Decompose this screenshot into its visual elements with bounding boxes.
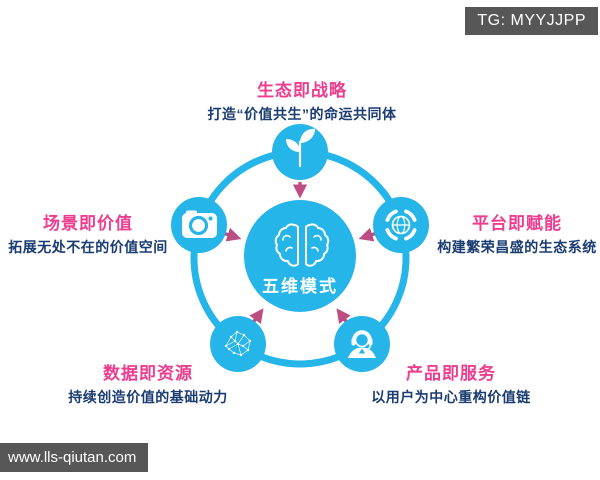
node-subtitle-platform: 构建繁荣昌盛的生态系统 (437, 239, 597, 255)
node-subtitle-product: 以用户为中心重构价值链 (371, 389, 531, 405)
node-scene (171, 197, 227, 253)
node-subtitle-ecology: 打造“价值共生”的命运共同体 (207, 106, 397, 122)
node-ecology (272, 124, 328, 180)
watermark-badge: www.lls-qiutan.com (0, 443, 149, 472)
node-product (334, 316, 390, 372)
data-mesh-icon (224, 330, 252, 357)
node-title-product: 产品即服务 (406, 364, 496, 383)
node-data (210, 316, 266, 372)
node-title-ecology: 生态即战略 (257, 81, 347, 100)
eco-globe-icon (385, 209, 417, 241)
node-label-platform: 平台即赋能 构建繁荣昌盛的生态系统 (437, 209, 597, 257)
node-label-product: 产品即服务 以用户为中心重构价值链 (371, 359, 531, 407)
node-title-data: 数据即资源 (103, 364, 193, 383)
node-title-platform: 平台即赋能 (472, 214, 562, 233)
node-subtitle-scene: 拓展无处不在的价值空间 (8, 239, 168, 255)
telegram-badge: TG: MYYJJPP (465, 7, 598, 35)
node-label-scene: 场景即价值 拓展无处不在的价值空间 (8, 209, 168, 257)
brain-icon (274, 223, 330, 267)
sprout-icon (286, 128, 315, 168)
node-subtitle-data: 持续创造价值的基础动力 (68, 389, 228, 405)
node-label-ecology: 生态即战略 打造“价值共生”的命运共同体 (208, 76, 397, 124)
center-circle (244, 200, 356, 312)
center-label: 五维模式 (262, 277, 338, 296)
node-platform (373, 197, 429, 253)
node-title-scene: 场景即价值 (43, 214, 133, 233)
camera-icon (182, 210, 217, 238)
node-label-data: 数据即资源 持续创造价值的基础动力 (68, 359, 228, 407)
support-agent-icon (348, 330, 376, 358)
